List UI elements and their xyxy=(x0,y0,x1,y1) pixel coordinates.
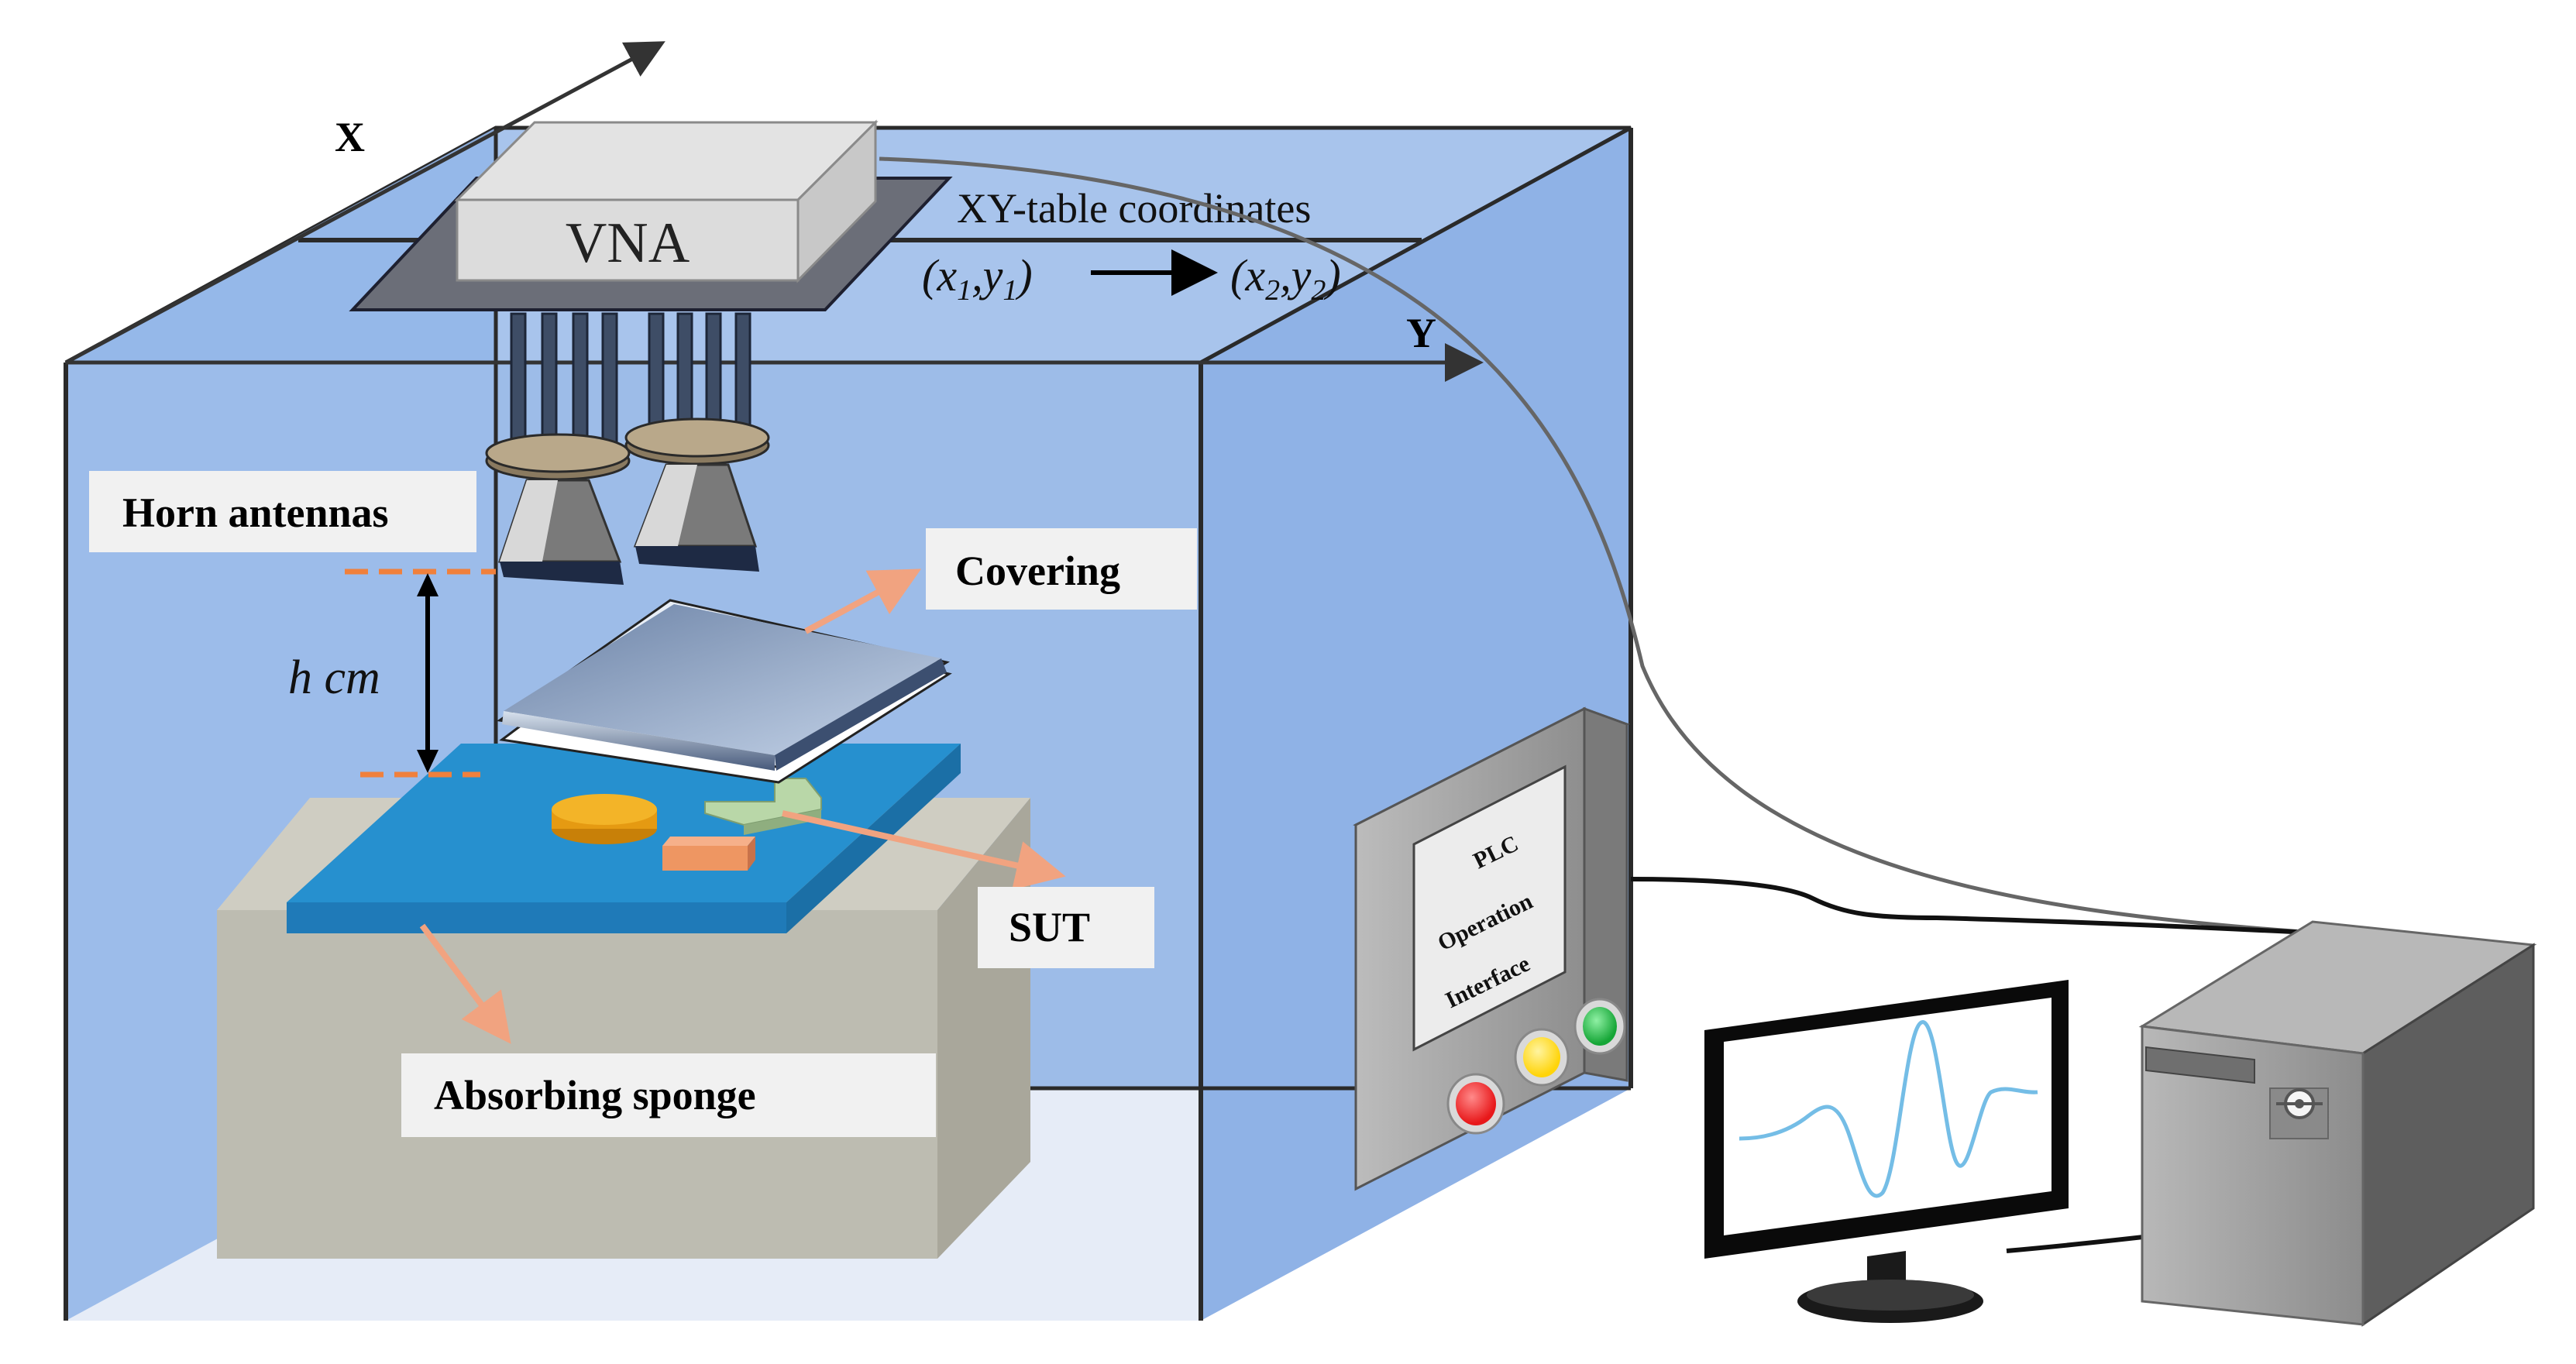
absorbing-sponge-label: Absorbing sponge xyxy=(434,1072,756,1118)
antenna-mount-right xyxy=(624,417,770,466)
vna-cable xyxy=(879,156,2325,936)
sut-arrow xyxy=(782,810,1066,890)
pc-tower xyxy=(2138,920,2537,1327)
plc-screen xyxy=(1412,764,1567,1052)
monitor-waveform xyxy=(1739,1020,2038,1198)
horn-antenna-right xyxy=(633,463,759,572)
horn-antennas-box xyxy=(89,471,476,552)
sut-box xyxy=(978,887,1154,968)
svg-text:(x2,y2): (x2,y2) xyxy=(1230,250,1341,307)
coordinate-p1: (x1,y1) xyxy=(922,250,1033,307)
covering-arrow xyxy=(804,569,922,634)
horn-antenna-left xyxy=(497,479,624,585)
axis-x-label: X xyxy=(335,114,365,160)
led-green xyxy=(1573,998,1626,1055)
orange-cylinder xyxy=(552,794,657,844)
absorbing-sponge-box xyxy=(401,1053,936,1137)
vna-box: VNA xyxy=(454,119,879,283)
plc-cable xyxy=(1630,877,2325,936)
height-label: h cm xyxy=(288,651,380,704)
covering-label: Covering xyxy=(955,548,1120,594)
height-arrow-head-bottom xyxy=(417,750,439,773)
orange-block xyxy=(662,837,755,871)
led-yellow xyxy=(1514,1028,1570,1087)
sponge-arrow xyxy=(419,923,511,1044)
coordinate-p2: (x2,y2) xyxy=(1230,250,1341,307)
horn-antennas-label: Horn antennas xyxy=(122,490,389,536)
power-button-icon xyxy=(2276,1088,2323,1119)
covering-box xyxy=(926,528,1197,610)
plc-panel: PLC Operation Interface xyxy=(1353,706,1630,1191)
sut-label: SUT xyxy=(1009,904,1090,950)
vna-label: VNA xyxy=(566,211,690,275)
axis-x-arrow xyxy=(64,41,665,365)
covering-plate xyxy=(497,599,952,784)
axis-y-label: Y xyxy=(1406,310,1436,356)
led-red xyxy=(1446,1073,1505,1135)
svg-text:(x1,y1): (x1,y1) xyxy=(922,250,1033,307)
monitor xyxy=(1704,980,2069,1323)
antenna-mount-left xyxy=(485,433,631,481)
monitor-screen xyxy=(1724,998,2052,1235)
pc-drive-bay xyxy=(2145,1046,2255,1084)
height-arrow-head-top xyxy=(417,573,439,596)
xy-table-label: XY-table coordinates xyxy=(957,185,1311,232)
